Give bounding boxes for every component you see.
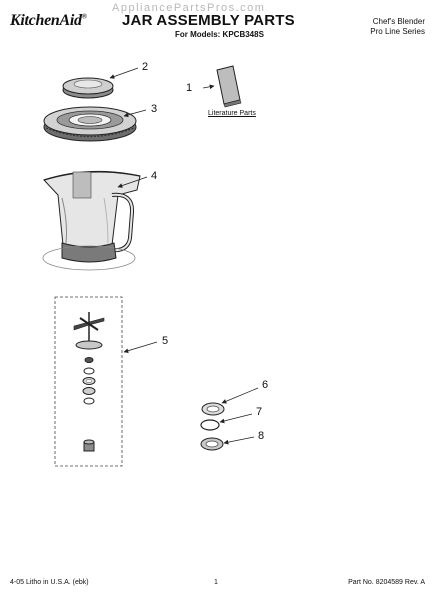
retaining-ring-8	[200, 437, 224, 451]
literature-parts-label: Literature Parts	[208, 110, 256, 117]
literature-booklet	[216, 65, 242, 108]
callout-7: 7	[256, 406, 263, 418]
callout-arrow-1	[202, 84, 215, 90]
footer-page-number: 1	[214, 579, 218, 586]
callout-arrow-4	[117, 176, 148, 188]
blender-jar	[42, 170, 141, 271]
model-subtitle: For Models: KPCB348S	[175, 30, 264, 39]
blade-assembly-group-box	[54, 296, 123, 467]
callout-4: 4	[151, 170, 158, 182]
jar-lid	[43, 106, 137, 142]
series-line-1: Chef's Blender	[372, 17, 425, 26]
page-title: JAR ASSEMBLY PARTS	[122, 12, 295, 29]
brand-logo: KitchenAid®	[10, 12, 87, 30]
callout-1: 1	[186, 82, 193, 94]
series-label: Chef's Blender Pro Line Series	[370, 17, 425, 37]
callout-arrow-8	[223, 436, 255, 445]
watermark: AppliancePartsPros.com	[112, 2, 266, 14]
callout-5: 5	[162, 335, 169, 347]
callout-8: 8	[258, 430, 265, 442]
brand-name: KitchenAid	[10, 12, 82, 29]
seal-ring-6	[201, 402, 225, 416]
footer-print-info: 4-05 Litho in U.S.A. (ebk)	[10, 579, 89, 586]
brand-registered-mark: ®	[81, 12, 87, 21]
footer-part-number: Part No. 8204589 Rev. A	[348, 579, 425, 586]
callout-2: 2	[142, 61, 149, 73]
callout-3: 3	[151, 103, 158, 115]
callout-arrow-7	[219, 413, 253, 424]
callout-arrow-2	[109, 67, 139, 79]
callout-arrow-5	[123, 341, 158, 354]
callout-arrow-6	[221, 387, 259, 404]
gasket-7	[200, 419, 220, 431]
series-line-2: Pro Line Series	[370, 27, 425, 36]
blade-assembly	[73, 312, 105, 452]
callout-6: 6	[262, 379, 269, 391]
lid-cap	[62, 77, 114, 99]
callout-arrow-3	[123, 109, 147, 118]
